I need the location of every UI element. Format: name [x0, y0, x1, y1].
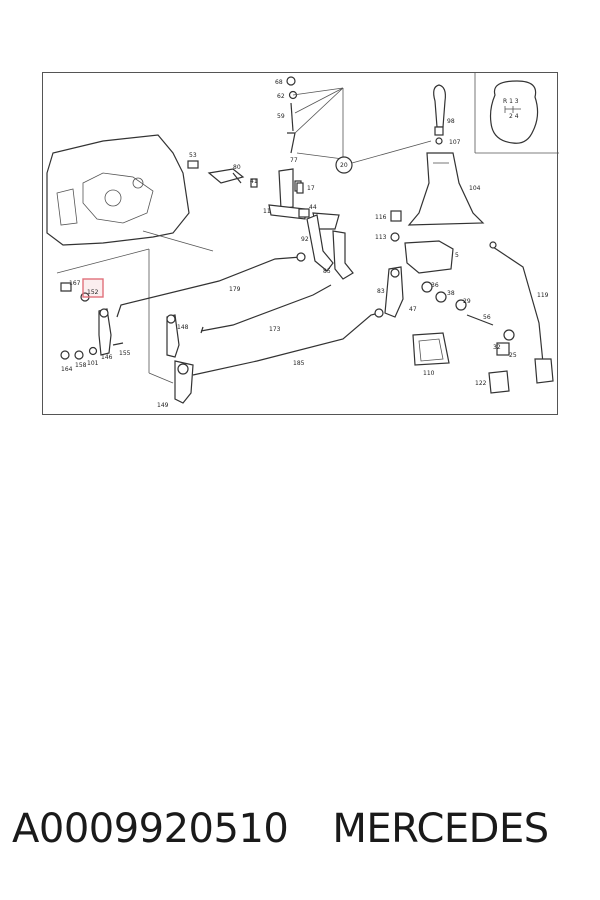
callout-119: 119 [537, 292, 549, 299]
callout-44: 44 [309, 204, 317, 211]
callout-152: 152 [87, 289, 99, 296]
callout-25: 25 [509, 352, 517, 359]
fasteners-icon [60, 282, 124, 360]
callout-155: 155 [119, 350, 131, 357]
callout-62: 62 [277, 93, 285, 100]
shift-pattern-bottom: 2 4 [509, 113, 519, 120]
callout-85: 85 [323, 268, 331, 275]
shift-boot-icon [407, 152, 485, 226]
callout-164: 164 [61, 366, 73, 373]
callout-92: 92 [301, 236, 309, 243]
upper-linkage-icon [268, 76, 432, 220]
callout-41: 41 [250, 178, 258, 185]
callout-53: 53 [189, 152, 197, 159]
callout-185: 185 [293, 360, 305, 367]
shift-rods-icon [116, 252, 384, 376]
exploded-parts-diagram: R 1 3 2 4 [42, 72, 559, 415]
callout-146: 146 [101, 354, 113, 361]
part-number: A0009920510 [12, 806, 289, 852]
callout-179: 179 [229, 286, 241, 293]
callout-36: 36 [431, 282, 439, 289]
callout-20: 20 [340, 162, 348, 169]
callout-107: 107 [449, 139, 461, 146]
callout-104: 104 [469, 185, 481, 192]
callout-167: 167 [69, 280, 81, 287]
callout-98: 98 [447, 118, 455, 125]
callout-148: 148 [177, 324, 189, 331]
highlight-152 [82, 278, 104, 298]
callout-11: 11 [263, 208, 271, 215]
callout-149: 149 [157, 402, 169, 409]
callout-116: 116 [375, 214, 387, 221]
brand-name: MERCEDES [332, 806, 549, 852]
callout-68: 68 [275, 79, 283, 86]
callout-173: 173 [269, 326, 281, 333]
callout-32-label: 32 [493, 344, 501, 351]
callout-56: 56 [483, 314, 491, 321]
callout-circle-20 [335, 156, 353, 174]
callout-158: 158 [75, 362, 87, 369]
callout-77: 77 [290, 157, 298, 164]
callout-80: 80 [233, 164, 241, 171]
levers-icon [98, 214, 404, 404]
callout-29: 29 [463, 298, 471, 305]
gearbox-housing-icon [46, 134, 214, 384]
callout-17: 17 [307, 185, 315, 192]
callout-47: 47 [409, 306, 417, 313]
callout-101: 101 [87, 360, 99, 367]
callout-5: 5 [455, 252, 459, 259]
shift-pattern-top: R 1 3 [503, 98, 519, 105]
shift-knob-icon [433, 84, 446, 145]
callout-110: 110 [423, 370, 435, 377]
callout-38: 38 [447, 290, 455, 297]
shifter-base-icon [390, 210, 554, 394]
shift-pattern-knob-icon: R 1 3 2 4 [489, 80, 539, 144]
callout-83: 83 [377, 288, 385, 295]
caption: A0009920510 MERCEDES [12, 806, 592, 852]
small-parts-icon [187, 160, 340, 230]
callout-113: 113 [375, 234, 387, 241]
callout-59: 59 [277, 113, 285, 120]
diagram-drawing: R 1 3 2 4 [46, 73, 559, 409]
callout-122: 122 [475, 380, 487, 387]
